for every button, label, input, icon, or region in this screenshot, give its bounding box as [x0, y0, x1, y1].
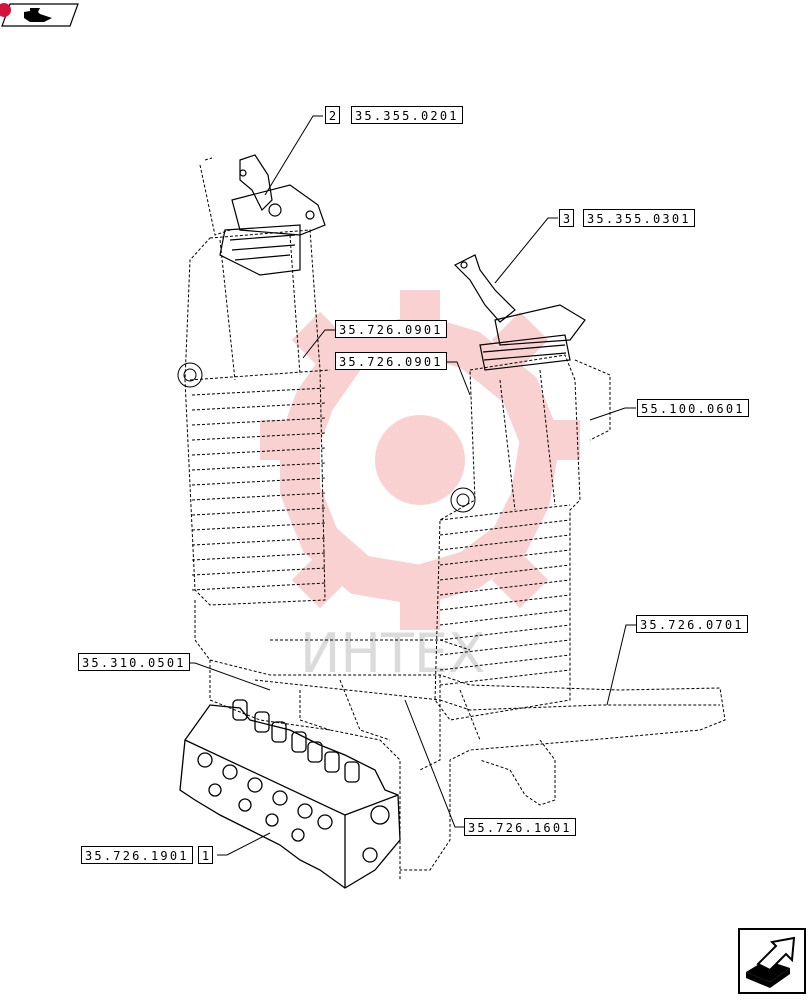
callout-ref-55-100-0601[interactable]: 55.100.0601 [637, 399, 749, 417]
callout-ref-35-726-0701[interactable]: 35.726.0701 [636, 615, 748, 633]
watermark-logo [260, 290, 580, 630]
left-joystick [219, 154, 326, 276]
adjustment-knob-right [450, 487, 476, 513]
next-page-arrow-icon [746, 936, 796, 988]
callout-ref-35-726-1901[interactable]: 35.726.1901 [81, 846, 193, 864]
callout-index-1: 1 [198, 846, 213, 864]
next-page-button[interactable] [738, 928, 806, 994]
back-to-catalog-button[interactable] [0, 0, 80, 30]
right-joystick [453, 254, 586, 371]
drawing-lines [184, 157, 726, 880]
callout-ref-35-355-0301[interactable]: 35.355.0301 [583, 209, 695, 227]
callout-ref-35-726-0901-right[interactable]: 35.726.0901 [335, 352, 447, 370]
back-to-catalog-icon [24, 8, 52, 22]
callout-ref-35-355-0201[interactable]: 35.355.0201 [351, 106, 463, 124]
callout-ref-35-726-0901-left[interactable]: 35.726.0901 [335, 320, 447, 338]
callout-index-2: 2 [325, 106, 340, 124]
callout-ref-35-726-1601[interactable]: 35.726.1601 [464, 818, 576, 836]
callout-ref-35-310-0501[interactable]: 35.310.0501 [78, 653, 190, 671]
control-valve-block [179, 699, 401, 889]
callout-index-3: 3 [559, 209, 574, 227]
nav-badge-icon [0, 3, 11, 17]
adjustment-knob-left [177, 362, 203, 388]
